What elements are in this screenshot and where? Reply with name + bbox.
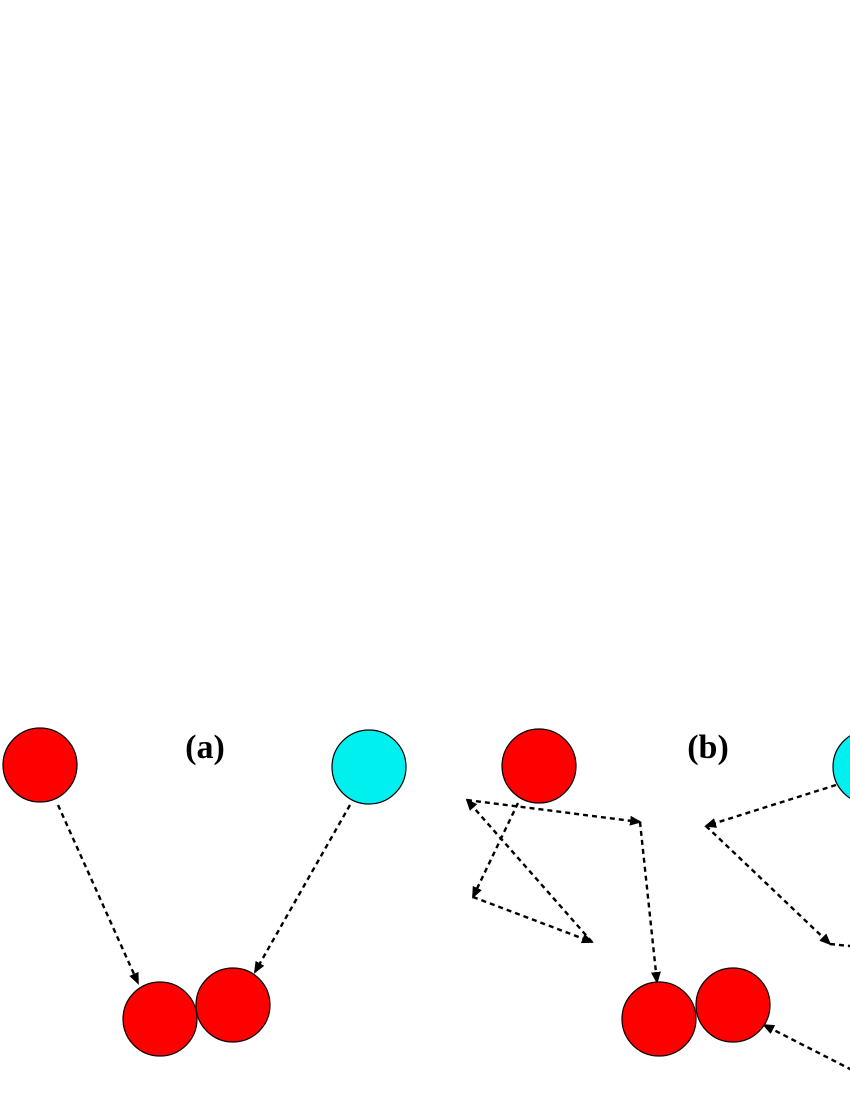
panel-a-red-particle-start (2, 727, 78, 803)
panel-b-dimer-particle-right (695, 967, 771, 1043)
panel-b-red-walk-segment-4 (466, 798, 642, 826)
panel-a-red-path-arrow (56, 804, 140, 985)
panel-b-cyan-particle-start (832, 735, 850, 799)
panel-a-dimer-particle-left (122, 981, 198, 1057)
panel-b-red-walk-segment-5 (638, 821, 661, 984)
panel-b-red-walk-segment-2 (472, 895, 594, 944)
panel-b: (b) (465, 728, 850, 1071)
panel-a-cyan-particle-start (331, 729, 407, 805)
panel-b-cyan-walk-segment-2 (705, 825, 832, 946)
panel-b-dimer-particle-left (621, 981, 697, 1057)
panel-b-red-walk-segment-3 (465, 798, 593, 943)
panel-a-cyan-path-arrow (253, 804, 352, 974)
panel-a: (a) (2, 727, 407, 1057)
panel-b-red-walk-segment-1 (471, 802, 520, 899)
panel-b-red-particle-start (501, 728, 577, 804)
panel-b-cyan-walk-segment-1 (704, 783, 837, 828)
panel-a-label: (a) (185, 729, 225, 766)
panel-b-cyan-walk-segment-4 (762, 1023, 850, 1071)
panel-b-cyan-walk-segment-3 (829, 942, 850, 948)
panel-b-label: (b) (687, 729, 729, 766)
panel-a-dimer-particle-right (195, 967, 271, 1043)
